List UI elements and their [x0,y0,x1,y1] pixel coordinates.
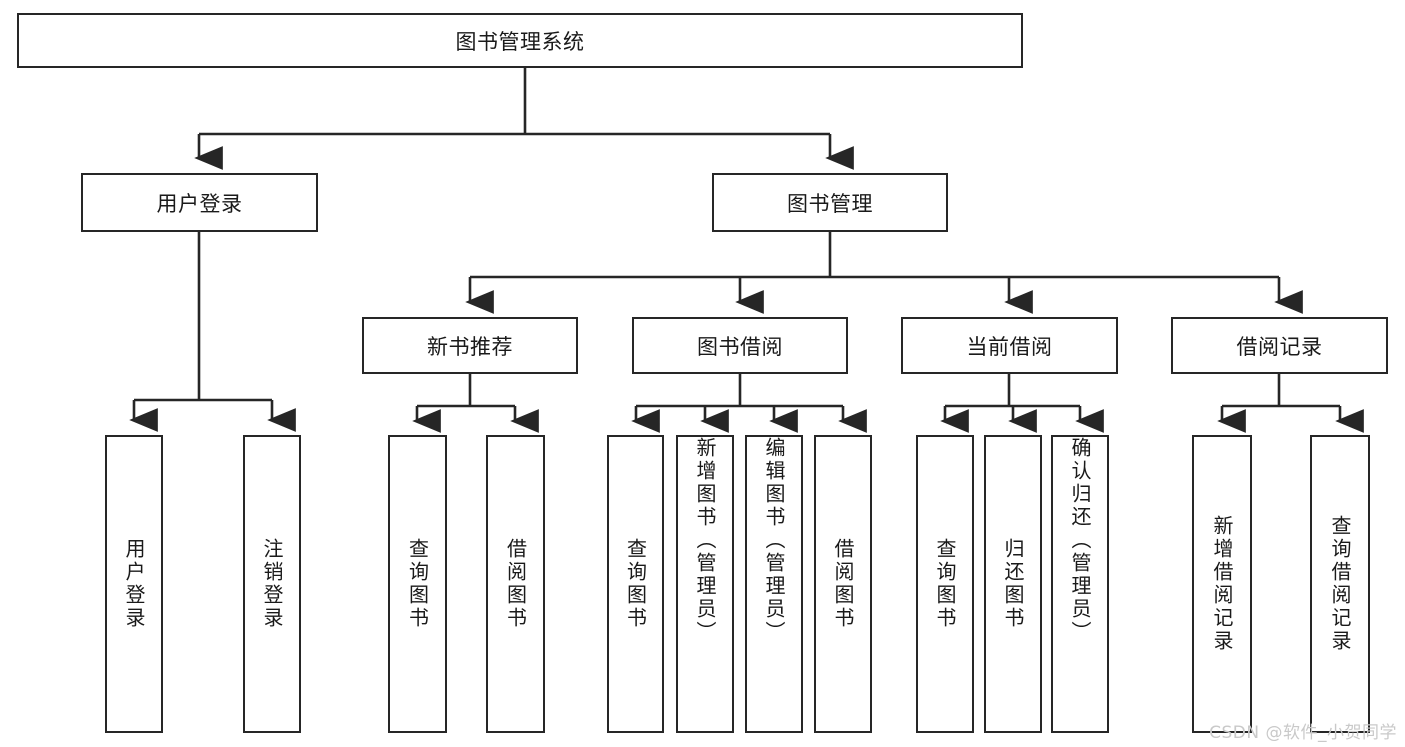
node-book-manage[interactable]: 图书管理 [712,173,948,232]
leaf-add-record[interactable]: 新增借阅记录 [1192,435,1252,733]
node-root[interactable]: 图书管理系统 [17,13,1023,68]
leaf-add-book-label: 新增图书（管理员） [693,437,717,644]
leaf-user-login[interactable]: 用户登录 [105,435,163,733]
leaf-edit-book-label: 编辑图书（管理员） [762,437,786,644]
node-root-label: 图书管理系统 [455,29,585,54]
leaf-query-book-current[interactable]: 查询图书 [916,435,974,733]
node-book-borrow[interactable]: 图书借阅 [632,317,848,374]
leaf-query-book-borrow[interactable]: 查询图书 [607,435,664,733]
leaf-confirm-return[interactable]: 确认归还（管理员） [1051,435,1109,733]
node-borrow-record[interactable]: 借阅记录 [1171,317,1388,374]
leaf-borrow-book-rec-label: 借阅图书 [503,538,528,630]
node-new-book-recommend-label: 新书推荐 [427,334,513,359]
leaf-edit-book[interactable]: 编辑图书（管理员） [745,435,803,733]
leaf-query-record-label: 查询借阅记录 [1328,515,1352,653]
node-user-login-label: 用户登录 [156,191,243,216]
node-book-borrow-label: 图书借阅 [697,334,783,359]
watermark-text: CSDN @软件_小贺同学 [1209,723,1397,743]
leaf-add-record-label: 新增借阅记录 [1210,515,1234,653]
node-user-login[interactable]: 用户登录 [81,173,318,232]
node-borrow-record-label: 借阅记录 [1236,334,1323,359]
leaf-borrow-book[interactable]: 借阅图书 [814,435,872,733]
leaf-logout-label: 注销登录 [260,538,284,630]
node-current-borrow-label: 当前借阅 [966,334,1053,359]
leaf-confirm-return-label: 确认归还（管理员） [1068,437,1092,644]
node-book-manage-label: 图书管理 [787,191,873,216]
leaf-query-book-current-label: 查询图书 [933,538,957,630]
leaf-query-record[interactable]: 查询借阅记录 [1310,435,1370,733]
leaf-return-book[interactable]: 归还图书 [984,435,1042,733]
leaf-query-book-rec[interactable]: 查询图书 [388,435,447,733]
leaf-return-book-label: 归还图书 [1001,538,1025,630]
node-new-book-recommend[interactable]: 新书推荐 [362,317,578,374]
leaf-user-login-label: 用户登录 [122,538,146,630]
leaf-logout[interactable]: 注销登录 [243,435,301,733]
leaf-borrow-book-rec[interactable]: 借阅图书 [486,435,545,733]
leaf-add-book[interactable]: 新增图书（管理员） [676,435,734,733]
node-current-borrow[interactable]: 当前借阅 [901,317,1118,374]
leaf-query-book-rec-label: 查询图书 [405,538,430,630]
leaf-borrow-book-label: 借阅图书 [831,538,855,630]
leaf-query-book-borrow-label: 查询图书 [623,538,648,630]
